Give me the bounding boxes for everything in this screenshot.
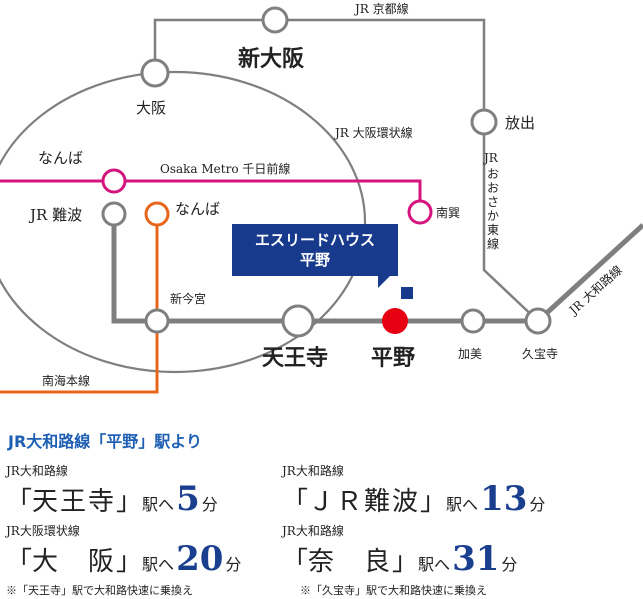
svg-text:JR: JR: [482, 151, 499, 165]
route-line: JR大和路線: [282, 464, 344, 478]
route-station: ＪＲ難波: [308, 487, 421, 517]
route-minutes: 20: [176, 539, 224, 579]
access-heading: JR大和路線「平野」駅より: [8, 432, 202, 451]
property-location-marker: [401, 287, 413, 299]
label-osaka: 大阪: [136, 99, 166, 117]
station-hirano-marker: [382, 308, 408, 334]
svg-text:東: 東: [487, 223, 499, 237]
route-unit: 分: [501, 555, 518, 574]
callout-line-1: エスリードハウス: [254, 231, 375, 249]
route-station: 天王寺: [32, 487, 117, 517]
jr-osaka-loop-line: [0, 70, 367, 374]
station-namba-nankai: [144, 201, 170, 227]
label-tennoji: 天王寺: [262, 345, 328, 371]
label-kyuhoji: 久宝寺: [522, 347, 558, 361]
bracket-close: 」: [392, 547, 419, 577]
route-nara: JR大和路線 「 奈 良 」 駅へ 31 分: [282, 522, 517, 579]
station-hanaten: [470, 108, 498, 136]
route-minutes: 5: [176, 479, 200, 519]
label-jr-namba: JR 難波: [28, 206, 82, 224]
access-info: JR大和路線「平野」駅より JR大和路線 「 天王寺 」 駅へ 5 分 JR大和…: [0, 418, 643, 599]
station-kyuhoji: [524, 307, 552, 335]
station-minami-tatsumi: [407, 199, 433, 225]
nankai-main-line: [0, 214, 159, 394]
route-line: JR大和路線: [282, 524, 344, 538]
callout-pointer: [378, 276, 390, 288]
bracket-open: 「: [282, 487, 309, 517]
route-minutes: 31: [452, 539, 500, 579]
route-station: 奈 良: [308, 547, 393, 577]
note-tennoji-transfer: ※「天王寺」駅で大和路快速に乗換え: [6, 584, 193, 597]
label-hirano: 平野: [371, 345, 415, 371]
route-suffix: 駅へ: [142, 495, 175, 514]
bracket-close: 」: [420, 487, 447, 517]
note-kyuhoji-transfer: ※「久宝寺」駅で大和路快速に乗換え: [300, 584, 487, 597]
route-station: 大 阪: [32, 547, 117, 577]
svg-text:さ: さ: [487, 195, 499, 209]
property-callout: エスリードハウス 平野: [232, 224, 398, 276]
label-hanaten: 放出: [505, 114, 535, 132]
label-jr-kyoto-line: JR 京都線: [353, 1, 409, 16]
jr-osaka-higashi-line: [482, 122, 539, 322]
label-kami: 加美: [458, 347, 482, 361]
route-map: JR 京都線 新大阪 大阪 放出 JR 大阪環状線 JR お お さ か 東 線…: [0, 1, 643, 394]
station-jr-namba: [101, 201, 127, 227]
svg-text:か: か: [487, 209, 499, 223]
callout-line-2: 平野: [299, 251, 330, 269]
jr-yamatoji-line: [111, 214, 643, 324]
svg-text:お: お: [487, 167, 499, 181]
route-suffix: 駅へ: [142, 555, 175, 574]
label-jr-osaka-loop-line: JR 大阪環状線: [333, 125, 413, 140]
station-shin-imamiya: [144, 308, 170, 334]
label-shin-imamiya: 新今宮: [170, 291, 206, 306]
jr-kyoto-line: [153, 18, 486, 122]
route-minutes: 13: [480, 479, 528, 519]
bracket-open: 「: [6, 547, 33, 577]
station-namba-metro: [101, 168, 127, 194]
route-unit: 分: [201, 495, 218, 514]
route-line: JR大阪環状線: [6, 524, 80, 538]
label-minami-tatsumi: 南巽: [436, 205, 460, 220]
route-unit: 分: [529, 495, 546, 514]
station-osaka: [140, 58, 170, 88]
station-kami: [460, 308, 486, 334]
svg-text:線: 線: [487, 236, 499, 251]
route-suffix: 駅へ: [418, 555, 451, 574]
route-suffix: 駅へ: [446, 495, 479, 514]
label-namba-metro: なんば: [38, 149, 83, 167]
route-osaka: JR大阪環状線 「 大 阪 」 駅へ 20 分: [6, 522, 241, 579]
station-tennoji: [281, 304, 315, 338]
bracket-open: 「: [282, 547, 309, 577]
label-metro-sennichimae-line: Osaka Metro 千日前線: [160, 161, 290, 176]
bracket-close: 」: [116, 487, 143, 517]
route-tennoji: JR大和路線 「 天王寺 」 駅へ 5 分: [6, 462, 218, 519]
label-nankai-main-line: 南海本線: [42, 373, 90, 388]
station-kyoto-junction: [261, 6, 289, 34]
label-shin-osaka: 新大阪: [238, 46, 304, 72]
bracket-open: 「: [6, 487, 33, 517]
route-jr-namba: JR大和路線 「 ＪＲ難波 」 駅へ 13 分: [282, 462, 545, 519]
label-jr-osaka-higashi-line: JR お お さ か 東 線: [482, 151, 499, 251]
route-line: JR大和路線: [6, 464, 68, 478]
label-namba-nankai: なんば: [175, 200, 220, 218]
bracket-close: 」: [116, 547, 143, 577]
svg-text:お: お: [487, 181, 499, 195]
route-unit: 分: [225, 555, 242, 574]
